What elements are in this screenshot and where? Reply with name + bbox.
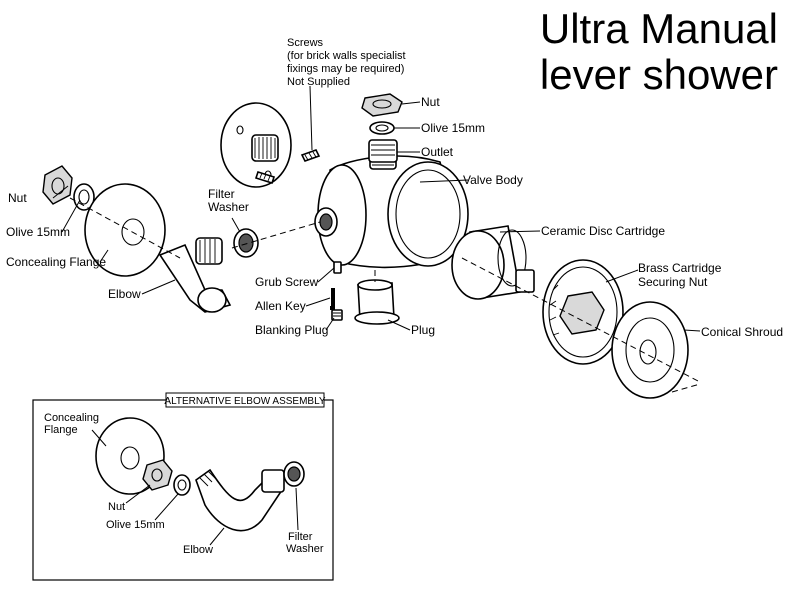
- conical-shroud: [611, 301, 689, 399]
- olive-left: [73, 183, 95, 211]
- brass-cartridge-securing-nut: [542, 259, 624, 365]
- label-elbow: Elbow: [108, 287, 141, 301]
- label-screws: Screws (for brick walls specialist fixin…: [287, 37, 406, 88]
- label-allen-key: Allen Key: [255, 299, 306, 313]
- filter-washer: [233, 228, 259, 258]
- inset-olive: [173, 474, 191, 496]
- inset-title: ALTERNATIVE ELBOW ASSEMBLY: [164, 396, 325, 407]
- diagram-title: Ultra Manual lever shower: [458, 6, 778, 98]
- label-filter-washer: Filter Washer: [208, 187, 249, 214]
- screw-upper: [300, 149, 321, 162]
- label-grub-screw: Grub Screw: [255, 275, 319, 289]
- label-screws-line2: (for brick walls specialist: [287, 50, 406, 62]
- inset-label-filter-washer-line2: Washer: [286, 543, 324, 555]
- label-nut-top: Nut: [421, 95, 440, 109]
- label-outlet: Outlet: [421, 145, 454, 159]
- nut-left: [42, 165, 73, 205]
- blanking-plug: [331, 309, 343, 321]
- inset-nut: [142, 459, 173, 491]
- elbow: [158, 237, 232, 313]
- outlet-olive: [369, 121, 395, 135]
- allen-key: [330, 288, 335, 310]
- plug: [354, 279, 400, 325]
- alternative-elbow-inset: ALTERNATIVE ELBOW ASSEMBLY: [32, 392, 334, 581]
- title-line-1: Ultra Manual: [539, 5, 778, 52]
- label-nut-left: Nut: [8, 191, 27, 205]
- label-olive-top: Olive 15mm: [421, 121, 485, 135]
- label-screws-line1: Screws: [287, 37, 324, 49]
- inset-label-olive: Olive 15mm: [106, 519, 165, 531]
- label-olive-left: Olive 15mm: [6, 225, 70, 239]
- inset-label-concealing-flange-line2: Flange: [44, 424, 78, 436]
- inset-label-elbow: Elbow: [183, 544, 213, 556]
- outlet-nut: [361, 93, 403, 117]
- label-plug: Plug: [411, 323, 435, 337]
- label-screws-line3: fixings may be required): [287, 63, 404, 75]
- title-line-2: lever shower: [539, 51, 778, 98]
- assembly-axis: [461, 257, 701, 383]
- label-brass-nut-line2: Securing Nut: [638, 275, 708, 289]
- wall-plate: [220, 102, 292, 188]
- inset-title-box: [165, 392, 325, 408]
- grub-screw: [333, 261, 342, 274]
- inset-label-filter-washer-line1: Filter: [288, 531, 313, 543]
- inset-elbow: [195, 468, 285, 532]
- ceramic-disc-cartridge: [451, 225, 535, 300]
- inset-label-concealing-flange-line1: Concealing: [44, 412, 99, 424]
- label-blanking-plug: Blanking Plug: [255, 323, 328, 337]
- label-ceramic-disc-cartridge: Ceramic Disc Cartridge: [541, 224, 665, 238]
- screw-lower: [254, 171, 276, 184]
- label-conical-shroud: Conical Shroud: [701, 325, 783, 339]
- label-filter-washer-line1: Filter: [208, 187, 235, 201]
- label-concealing-flange: Concealing Flange: [6, 255, 106, 269]
- inset-filter-washer: [283, 461, 305, 487]
- inset-label-nut: Nut: [108, 501, 125, 513]
- label-filter-washer-line2: Washer: [208, 200, 249, 214]
- label-brass-cartridge-securing-nut: Brass Cartridge Securing Nut: [638, 261, 722, 289]
- label-valve-body: Valve Body: [463, 173, 523, 187]
- label-brass-nut-line1: Brass Cartridge: [638, 261, 722, 275]
- outlet-connector: [368, 139, 398, 163]
- label-screws-line4: Not Supplied: [287, 76, 350, 88]
- concealing-flange: [84, 183, 166, 277]
- valve-body: [314, 144, 469, 269]
